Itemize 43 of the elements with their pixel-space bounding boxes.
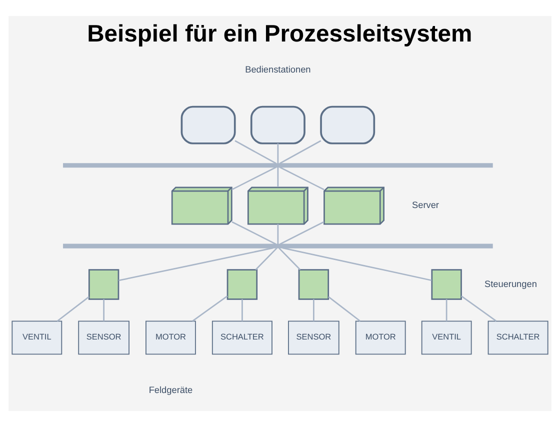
node-box: SCHALTER	[212, 320, 272, 354]
node-controller	[298, 268, 330, 300]
connector	[277, 166, 279, 187]
node-monitor	[320, 105, 376, 144]
label: Feldgeräte	[148, 384, 193, 395]
label: Steuerungen	[484, 278, 537, 288]
node-box: VENTIL	[421, 320, 472, 354]
connector	[460, 295, 497, 322]
label: Server	[412, 200, 439, 210]
node-monitor	[250, 105, 306, 144]
connector	[328, 296, 361, 322]
connector	[255, 247, 278, 270]
connector	[280, 166, 324, 190]
connector	[232, 220, 276, 244]
connector	[278, 247, 301, 270]
node-box: SENSOR	[288, 320, 340, 354]
connector	[282, 246, 432, 281]
connector	[277, 224, 279, 244]
connector	[192, 295, 228, 322]
label: Bedienstationen	[245, 64, 311, 74]
node-bar	[63, 243, 493, 248]
node-box: VENTIL	[12, 320, 62, 354]
node-box: SENSOR	[78, 320, 130, 354]
connector	[277, 142, 279, 163]
node-bar	[63, 162, 493, 168]
node-controller	[431, 268, 462, 300]
connector	[242, 298, 243, 321]
diagram-title: Beispiel für ein Prozessleitsystem	[87, 20, 472, 47]
connector	[56, 296, 90, 322]
node-controller	[88, 268, 120, 300]
connector	[231, 166, 276, 190]
connector	[103, 298, 104, 321]
node-box: MOTOR	[146, 320, 196, 354]
node-monitor	[180, 105, 236, 144]
connector	[234, 140, 276, 164]
connector	[280, 140, 322, 164]
node-box: SCHALTER	[488, 320, 548, 354]
connector	[280, 220, 324, 244]
node-box: MOTOR	[355, 320, 406, 354]
connector	[118, 246, 274, 281]
connector	[446, 298, 448, 321]
connector	[313, 298, 314, 321]
node-controller	[226, 268, 258, 300]
